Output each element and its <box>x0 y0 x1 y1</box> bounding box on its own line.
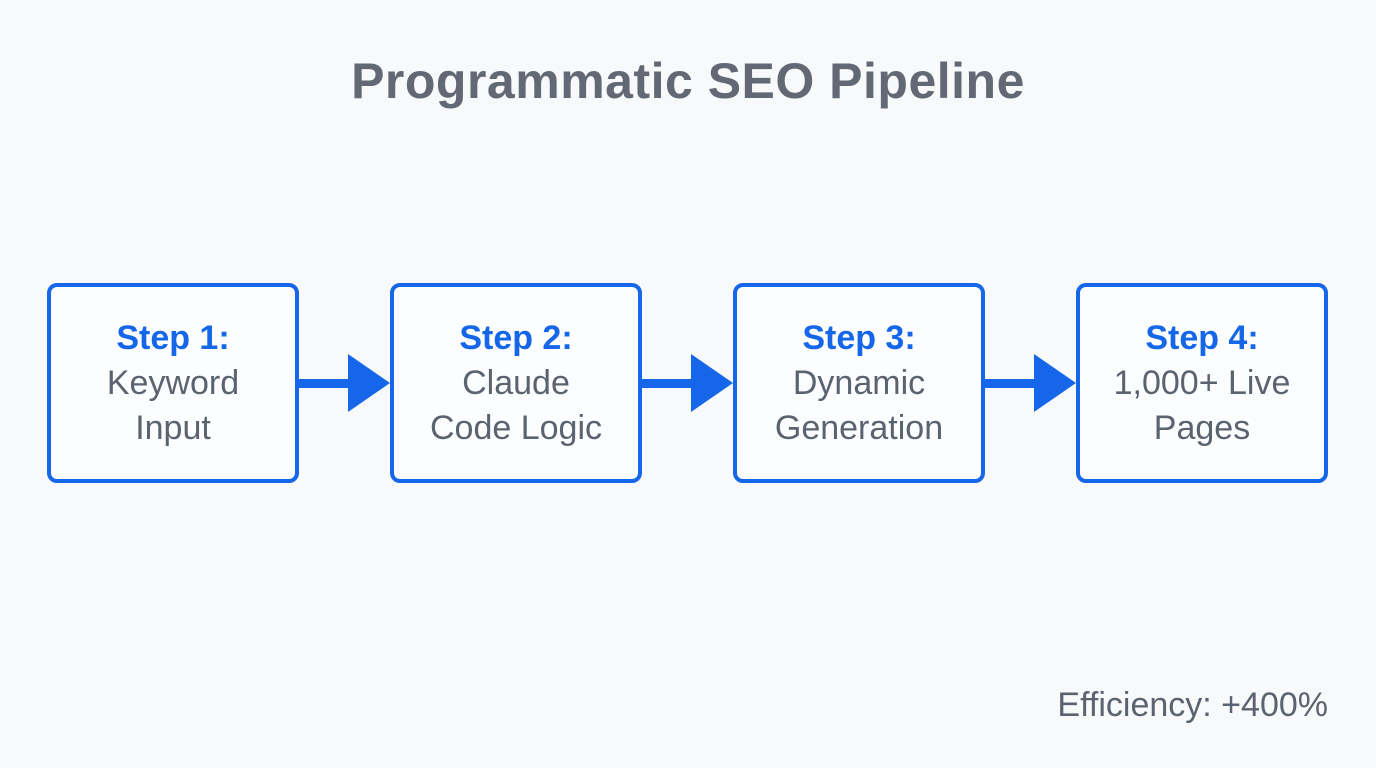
step-3-description-line-1: Dynamic <box>792 363 926 402</box>
step-1-description-line-2: Input <box>135 408 211 447</box>
arrow-shaft <box>985 378 1034 388</box>
step-3-description-line-2: Generation <box>774 408 944 447</box>
arrow-head <box>348 354 390 412</box>
arrow-head <box>1034 354 1076 412</box>
arrow-right-icon <box>299 354 390 412</box>
pipeline-flow: Step 1: Keyword Input Step 2: Claude Cod… <box>47 283 1328 483</box>
arrow-shaft <box>642 378 691 388</box>
page-title: Programmatic SEO Pipeline <box>351 53 1025 109</box>
step-1-description-line-1: Keyword <box>106 363 240 402</box>
step-2-box: Step 2: Claude Code Logic <box>390 283 642 483</box>
arrow-right-icon <box>985 354 1076 412</box>
step-1-box: Step 1: Keyword Input <box>47 283 299 483</box>
step-4-description-line-2: Pages <box>1153 408 1251 447</box>
step-2-label: Step 2: <box>459 318 573 357</box>
step-2-description-line-1: Claude <box>462 363 570 402</box>
efficiency-stat: Efficiency: +400% <box>1057 686 1328 724</box>
arrow-shaft <box>299 378 348 388</box>
step-1-label: Step 1: <box>116 318 230 357</box>
step-4-label: Step 4: <box>1145 318 1259 357</box>
step-3-label: Step 3: <box>802 318 916 357</box>
arrow-head <box>691 354 733 412</box>
step-4-description-line-1: 1,000+ Live <box>1113 363 1291 402</box>
step-2-description-line-2: Code Logic <box>429 408 602 447</box>
step-4-box: Step 4: 1,000+ Live Pages <box>1076 283 1328 483</box>
step-3-box: Step 3: Dynamic Generation <box>733 283 985 483</box>
arrow-right-icon <box>642 354 733 412</box>
